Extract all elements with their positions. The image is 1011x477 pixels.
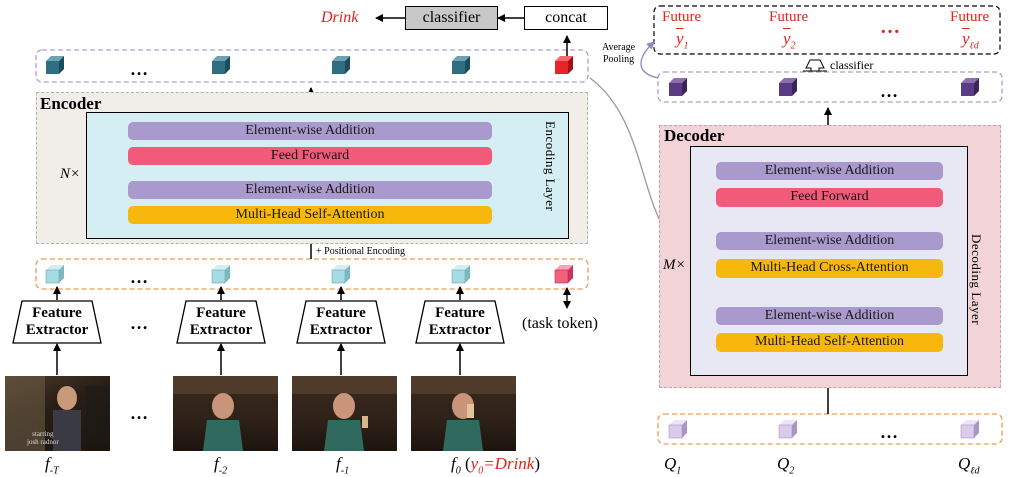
video-frame xyxy=(292,376,397,451)
feature-extractor-line1: Feature xyxy=(435,305,485,321)
output-token-cube xyxy=(451,55,471,80)
future-word: Future xyxy=(769,9,809,25)
ellipsis: … xyxy=(880,81,898,101)
ellipsis: … xyxy=(130,59,148,79)
feature-extractor-line2: Extractor xyxy=(25,322,89,338)
task-output-cube xyxy=(554,55,574,80)
video-frame xyxy=(173,376,278,451)
frame-label: f-2 xyxy=(214,454,228,477)
task-token-cube xyxy=(554,264,574,289)
frame-caption: starring josh radnor xyxy=(27,430,59,446)
feature-extractor: Feature Extractor xyxy=(415,300,505,344)
output-token-cube xyxy=(45,55,65,80)
future-label: y1 xyxy=(676,29,689,52)
encoder-repeat-count: N× xyxy=(60,166,81,182)
future-classifier-label: classifier xyxy=(830,58,874,72)
feature-extractor-line1: Feature xyxy=(316,305,366,321)
feature-extractor-line1: Feature xyxy=(196,305,246,321)
query-cube xyxy=(668,419,688,444)
frame-label-current: f0 (y0=Drink) xyxy=(451,454,541,477)
encoder-add-top: Element-wise Addition xyxy=(128,122,492,140)
query-label: Q2 xyxy=(777,454,795,477)
decoder-cross-attention: Multi-Head Cross-Attention xyxy=(716,259,943,278)
decoder-add-1: Element-wise Addition xyxy=(716,162,943,180)
ellipsis: … xyxy=(130,403,148,423)
query-cube xyxy=(778,419,798,444)
encoder-add-bottom: Element-wise Addition xyxy=(128,181,492,199)
decoder-self-attention: Multi-Head Self-Attention xyxy=(716,333,943,352)
decoder-output-cube xyxy=(960,77,980,102)
ellipsis: … xyxy=(880,16,900,38)
classifier-box: classifier xyxy=(405,6,498,30)
decoder-add-3: Element-wise Addition xyxy=(716,307,943,325)
task-token-label: (task token) xyxy=(522,315,598,332)
input-token-cube xyxy=(331,264,351,289)
feature-extractor: Feature Extractor xyxy=(12,300,102,344)
encoder-feed-forward: Feed Forward xyxy=(128,147,492,165)
future-word: Future xyxy=(950,9,990,25)
prediction-label: Drink xyxy=(321,9,359,26)
decoding-layer-label: Decoding Layer xyxy=(969,234,984,326)
input-token-cube xyxy=(451,264,471,289)
encoder-self-attention: Multi-Head Self-Attention xyxy=(128,206,492,224)
feature-extractor-line2: Extractor xyxy=(309,322,373,338)
ellipsis: … xyxy=(130,267,148,287)
encoder-title: Encoder xyxy=(40,94,102,113)
frame-label: f-T xyxy=(45,454,59,477)
feature-extractor-line2: Extractor xyxy=(189,322,253,338)
decoder-feed-forward: Feed Forward xyxy=(716,188,943,207)
video-frame: starring josh radnor xyxy=(5,376,110,451)
encoding-layer-label: Encoding Layer xyxy=(543,121,558,212)
concat-box: concat xyxy=(524,6,608,30)
ellipsis: … xyxy=(130,313,148,333)
query-cube xyxy=(960,419,980,444)
query-label: Qℓd xyxy=(958,454,980,477)
output-token-cube xyxy=(211,55,231,80)
future-label: yℓd xyxy=(962,29,979,52)
positional-encoding-label: + Positional Encoding xyxy=(316,246,405,257)
ellipsis: … xyxy=(880,422,898,442)
video-frame xyxy=(411,376,516,451)
decoder-repeat-count: M× xyxy=(663,257,686,273)
input-token-cube xyxy=(211,264,231,289)
decoder-output-cube xyxy=(668,77,688,102)
decoder-title: Decoder xyxy=(664,126,725,145)
query-label: Q1 xyxy=(664,454,682,477)
decoder-output-cube xyxy=(778,77,798,102)
decoder-add-2: Element-wise Addition xyxy=(716,232,943,250)
future-label: y2 xyxy=(783,29,796,52)
future-word: Future xyxy=(662,9,702,25)
input-token-cube xyxy=(45,264,65,289)
frame-label: f-1 xyxy=(336,454,350,477)
feature-extractor: Feature Extractor xyxy=(296,300,386,344)
feature-extractor-line2: Extractor xyxy=(428,322,492,338)
output-token-cube xyxy=(331,55,351,80)
feature-extractor: Feature Extractor xyxy=(176,300,266,344)
feature-extractor-line1: Feature xyxy=(32,305,82,321)
